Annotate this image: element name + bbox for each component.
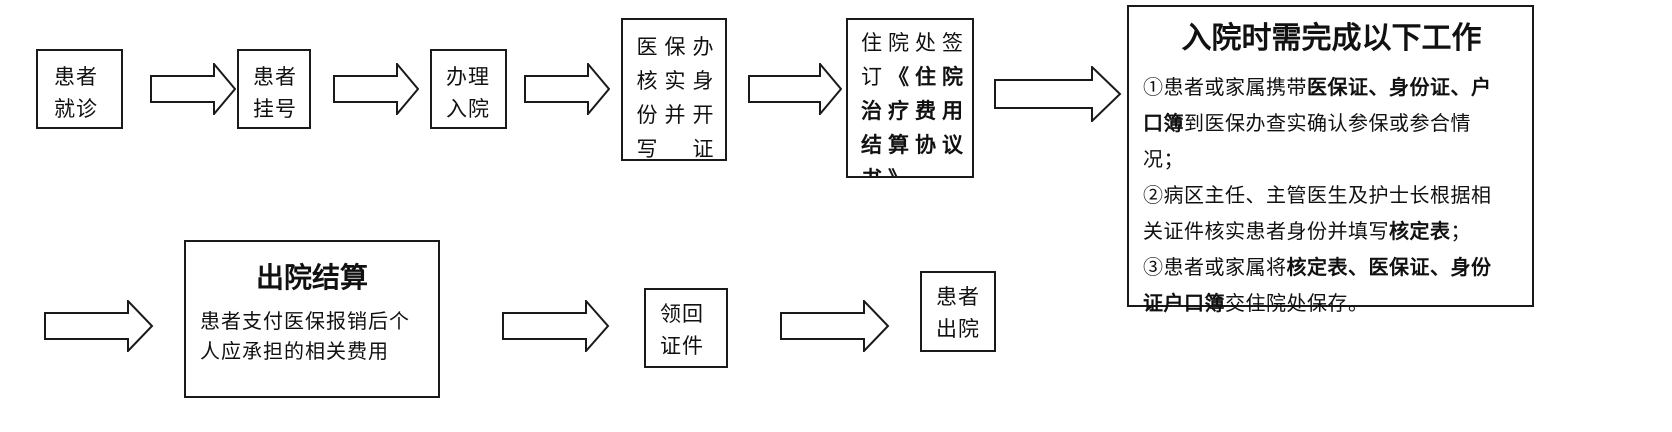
step-register-box: 患者 挂号 xyxy=(237,49,311,129)
step-visit-line1: 患者 xyxy=(54,65,98,89)
item2-text-d: ； xyxy=(1450,219,1471,243)
agreement-line1: 住院处签 xyxy=(861,31,969,55)
item1-text-b: 医保证、身份证、户 xyxy=(1307,75,1492,99)
arrow-6 xyxy=(44,300,154,352)
item1-text-c: 口簿 xyxy=(1143,111,1184,135)
agreement-line5: 书》 xyxy=(861,162,969,176)
arrow-8 xyxy=(780,300,890,352)
step-medical-insurance-box: 医核份写 保实并 办身开证 xyxy=(621,18,727,161)
step-agreement-box: 住院处签 订《住院 治疗费用 结算协议 书》 xyxy=(846,18,974,178)
admission-requirements-box: 入院时需完成以下工作 ①患者或家属携带医保证、身份证、户 口簿到医保办查实确认参… xyxy=(1127,5,1534,315)
agreement-line3: 治疗费用 xyxy=(861,98,969,123)
agreement-line2-bold: 《住院 xyxy=(888,64,969,89)
agreement-line2: 订《住院 xyxy=(861,60,969,94)
item1-text-d: 到医保办查实确认参保或参合情 xyxy=(1184,111,1471,135)
arrow-4 xyxy=(748,63,842,115)
discharge-line1: 患者 xyxy=(936,285,980,309)
collect-certificates-box: 领回 证件 xyxy=(644,288,728,368)
item2-text-c: 核定表 xyxy=(1389,219,1451,243)
arrow-3 xyxy=(524,63,610,115)
step-visit-box: 患者 就诊 xyxy=(36,49,123,129)
arrow-7 xyxy=(502,300,610,352)
item2-line2: 关证件核实患者身份并填写核定表； xyxy=(1143,213,1520,249)
step-admit-box: 办理 入院 xyxy=(430,49,507,129)
step-visit-line2: 就诊 xyxy=(54,97,98,121)
arrow-5 xyxy=(994,66,1122,122)
agreement-line2-plain: 订 xyxy=(861,65,888,89)
vertical-column-2: 保实并 xyxy=(664,35,686,127)
discharge-settlement-box: 出院结算 患者支付医保报销后个 人应承担的相关费用 xyxy=(184,240,440,398)
agreement-line4: 结算协议 xyxy=(861,132,969,157)
patient-discharge-box: 患者 出院 xyxy=(920,271,996,352)
vertical-column-3: 办身开证 xyxy=(692,35,714,161)
settlement-line2: 人应承担的相关费用 xyxy=(200,339,389,363)
step-register-line2: 挂号 xyxy=(253,97,297,121)
step-admit-line1: 办理 xyxy=(446,65,490,89)
admission-title: 入院时需完成以下工作 xyxy=(1181,21,1482,56)
settlement-line1: 患者支付医保报销后个 xyxy=(200,309,410,333)
item1-line2: 口簿到医保办查实确认参保或参合情 xyxy=(1143,105,1520,141)
discharge-line2: 出院 xyxy=(936,317,980,341)
step-register-line1: 患者 xyxy=(253,65,297,89)
item3-text-a: ③患者或家属将 xyxy=(1143,255,1287,279)
certs-line1: 领回 xyxy=(660,302,704,326)
item3-text-b: 核定表、医保证、身份 xyxy=(1286,255,1492,279)
arrow-1 xyxy=(150,63,236,115)
item3-line2: 证户口簿交住院处保存。 xyxy=(1143,285,1520,321)
item1-line3: 况； xyxy=(1143,147,1184,171)
item1-text-a: ①患者或家属携带 xyxy=(1143,75,1307,99)
item2-text-b: 关证件核实患者身份并填写 xyxy=(1143,219,1389,243)
step-admit-line2: 入院 xyxy=(446,97,490,121)
item3-text-d: 交住院处保存。 xyxy=(1225,291,1369,315)
certs-line2: 证件 xyxy=(660,334,704,358)
vertical-column-1: 医核份写 xyxy=(636,35,658,161)
item3-line1: ③患者或家属将核定表、医保证、身份 xyxy=(1143,249,1520,285)
item3-text-c: 证户口簿 xyxy=(1143,291,1225,315)
item2-line1: ②病区主任、主管医生及护士长根据相 xyxy=(1143,183,1492,207)
item1-line1: ①患者或家属携带医保证、身份证、户 xyxy=(1143,69,1520,105)
arrow-2 xyxy=(333,63,419,115)
settlement-title: 出院结算 xyxy=(255,261,368,294)
